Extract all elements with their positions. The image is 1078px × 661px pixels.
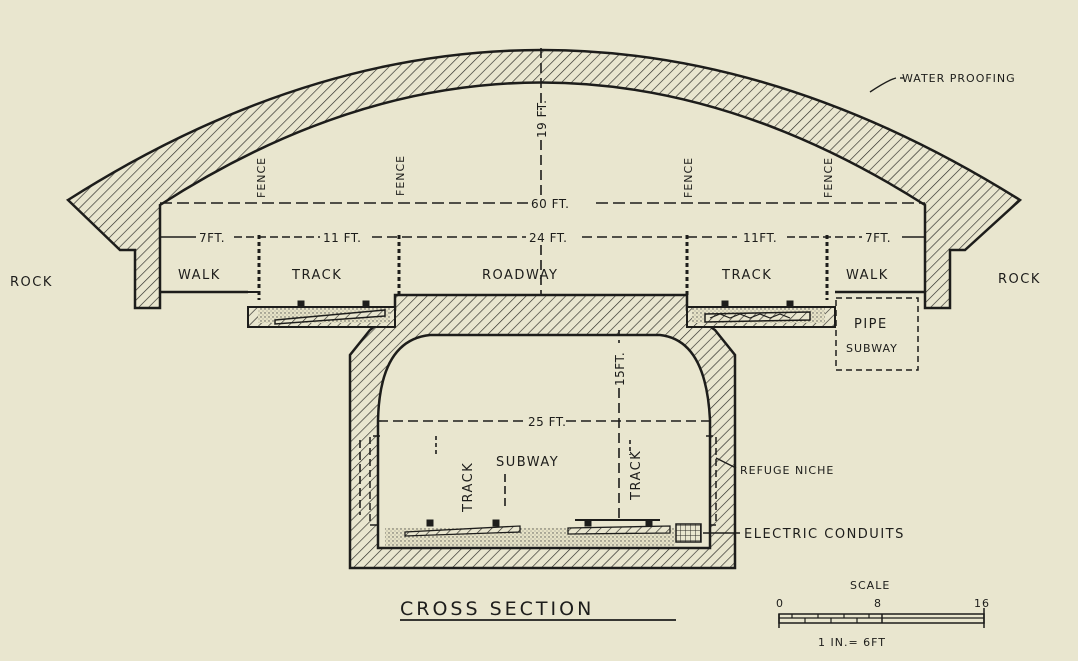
label-water-proofing: WATER PROOFING — [902, 72, 1016, 85]
label-roadway: ROADWAY — [482, 268, 558, 283]
scale-tick-8: 8 — [874, 597, 882, 610]
label-fence-1: FENCE — [255, 157, 268, 198]
rails-right — [704, 300, 811, 323]
rails-left — [248, 291, 386, 325]
dim-arch-height: 19 FT. — [535, 100, 549, 139]
dim-subway-width: 25 FT. — [528, 415, 567, 429]
leader-lines — [703, 77, 904, 534]
label-pipe: PIPE — [854, 317, 888, 332]
scale-bar — [778, 608, 985, 628]
label-fence-2: FENCE — [394, 155, 407, 196]
label-refuge-niche: REFUGE NICHE — [740, 464, 834, 477]
label-track-subway-left: TRACK — [461, 462, 476, 513]
title-cross-section: CROSS SECTION — [400, 598, 594, 620]
label-electric-conduits: ELECTRIC CONDUITS — [744, 527, 905, 542]
label-track-left: TRACK — [291, 268, 342, 283]
dim-track-left: 11 FT. — [323, 231, 362, 245]
dim-total-width: 60 FT. — [531, 197, 570, 211]
label-fence-3: FENCE — [682, 157, 695, 198]
label-subway: SUBWAY — [496, 455, 559, 470]
label-rock-right: ROCK — [998, 272, 1041, 287]
label-fence-4: FENCE — [822, 157, 835, 198]
label-walk-right: WALK — [846, 268, 889, 283]
scale-tick-0: 0 — [776, 597, 784, 610]
dimension-lines — [160, 48, 925, 520]
dim-roadway: 24 FT. — [529, 231, 568, 245]
scale-ratio: 1 IN.= 6FT — [818, 636, 886, 649]
scale-title: SCALE — [850, 579, 890, 592]
refuge-niches — [369, 435, 717, 526]
dim-walk-left: 7FT. — [199, 231, 225, 245]
label-pipe-subway: SUBWAY — [846, 342, 898, 355]
label-walk-left: WALK — [178, 268, 221, 283]
fence-posts — [257, 235, 829, 300]
label-track-subway-right: TRACK — [629, 450, 644, 501]
electric-conduits-box — [675, 523, 702, 543]
label-track-right: TRACK — [721, 268, 772, 283]
dim-subway-height: 15FT. — [613, 352, 627, 386]
dim-walk-right: 7FT. — [865, 231, 891, 245]
dim-track-right: 11FT. — [743, 231, 777, 245]
label-rock-left: ROCK — [10, 275, 53, 290]
subway-rails — [404, 519, 671, 537]
scale-tick-16: 16 — [974, 597, 990, 610]
pipe-subway-box — [835, 297, 919, 371]
arch-lining — [65, 48, 1023, 310]
